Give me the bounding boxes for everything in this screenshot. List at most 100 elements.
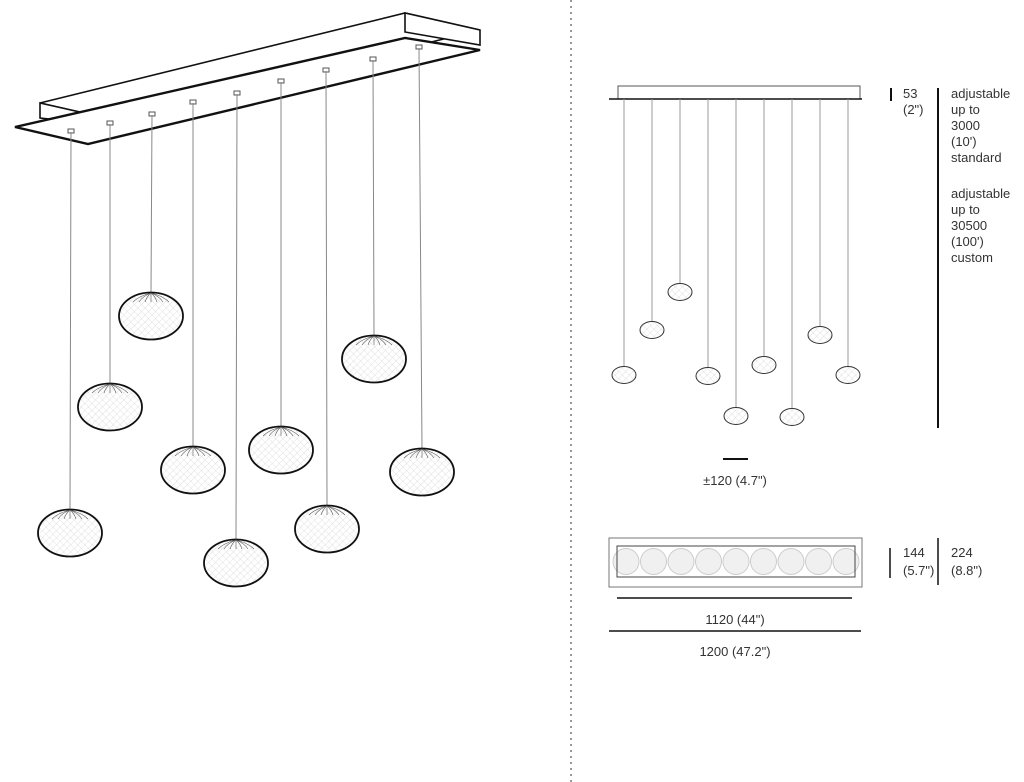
- pendant-front: [779, 99, 805, 426]
- svg-text:custom: custom: [951, 250, 993, 265]
- glass-globe: [751, 356, 777, 374]
- globe-top: [612, 548, 640, 575]
- cord: [418, 47, 423, 450]
- svg-text:3000: 3000: [951, 118, 980, 133]
- pendant: [118, 111, 184, 341]
- tolerance-label: ±120 (4.7"): [703, 473, 767, 488]
- plan-view: 1120 (44") 1200 (47.2") 144 (5.7") 224 (…: [608, 537, 982, 659]
- globe-wire: [421, 448, 441, 459]
- outer-width-mm: 224: [951, 545, 973, 560]
- canopy: [14, 11, 481, 146]
- globe-top: [777, 548, 805, 575]
- front-elevation: 53 (2") adjustable up to 3000 (10') stan…: [609, 85, 1010, 488]
- glass-globe: [248, 425, 314, 475]
- globe-wire: [57, 509, 71, 520]
- glass-globe: [779, 408, 805, 426]
- svg-text:up to: up to: [951, 202, 980, 217]
- pendant-front: [835, 99, 861, 384]
- cord: [325, 70, 328, 507]
- globe-wire: [186, 446, 194, 457]
- globe-wire: [192, 446, 212, 457]
- glass-globe: [37, 508, 103, 558]
- glass-globe: [118, 291, 184, 341]
- outer-length-label: 1200 (47.2"): [699, 644, 770, 659]
- globe-wire: [97, 383, 111, 394]
- glass-globe: [389, 447, 455, 497]
- globe-wire: [274, 426, 282, 437]
- pendant-front: [611, 99, 637, 384]
- globe-wire: [373, 335, 393, 346]
- svg-text:up to: up to: [951, 102, 980, 117]
- pendant: [77, 120, 143, 432]
- pendant-front: [723, 99, 749, 425]
- adjustable-standard-note: adjustable up to 3000 (10') standard: [951, 86, 1010, 165]
- globe-wire: [367, 335, 375, 346]
- svg-text:(100'): (100'): [951, 234, 984, 249]
- pendant: [160, 99, 226, 495]
- globe-wire: [415, 448, 423, 459]
- globe-top: [640, 548, 667, 575]
- globe-top: [695, 548, 722, 575]
- pendant: [37, 128, 103, 558]
- globe-wire: [223, 539, 237, 550]
- canopy-inner: [616, 545, 856, 578]
- globe-wire: [138, 292, 152, 303]
- cord: [150, 114, 153, 294]
- globe-top: [805, 548, 832, 575]
- inner-width-inch: (5.7"): [903, 563, 934, 578]
- globe-wire: [268, 426, 282, 437]
- pendant-front: [807, 99, 833, 344]
- globe-wire: [144, 292, 152, 303]
- globe-top: [722, 548, 750, 575]
- glass-globe: [639, 321, 665, 339]
- pendants-front: [611, 99, 861, 426]
- cord: [69, 131, 72, 511]
- outer-width-inch: (8.8"): [951, 563, 982, 578]
- glass-globe: [695, 367, 721, 385]
- pendant-front: [695, 99, 721, 385]
- pendant: [389, 44, 455, 497]
- perspective-view: [14, 11, 481, 588]
- globe-wire: [109, 383, 129, 394]
- glass-globe: [203, 538, 269, 588]
- glass-globe: [835, 366, 861, 384]
- pendant: [248, 78, 314, 475]
- svg-text:(10'): (10'): [951, 134, 977, 149]
- globes-plan: [612, 548, 860, 575]
- cord: [235, 93, 238, 541]
- pendant: [203, 90, 269, 588]
- inner-width-mm: 144: [903, 545, 925, 560]
- svg-text:30500: 30500: [951, 218, 987, 233]
- globe-wire: [69, 509, 89, 520]
- pendant-front: [751, 99, 777, 374]
- pendants: [37, 44, 455, 588]
- canopy-front: [617, 85, 861, 100]
- glass-globe: [294, 504, 360, 554]
- globe-wire: [103, 383, 111, 394]
- globe-wire: [180, 446, 194, 457]
- globe-wire: [235, 539, 255, 550]
- glass-globe: [160, 445, 226, 495]
- inner-length-label: 1120 (44"): [705, 612, 764, 627]
- globe-wire: [326, 505, 346, 516]
- pendant-front: [667, 99, 693, 301]
- globe-wire: [314, 505, 328, 516]
- height-inch: (2"): [903, 102, 924, 117]
- glass-globe: [807, 326, 833, 344]
- globe-top: [832, 548, 860, 575]
- pendant: [341, 56, 407, 384]
- globe-wire: [63, 509, 71, 520]
- globe-wire: [150, 292, 170, 303]
- svg-text:standard: standard: [951, 150, 1002, 165]
- adjustable-custom-note: adjustable up to 30500 (100') custom: [951, 186, 1010, 265]
- pendant-front: [639, 99, 665, 339]
- glass-globe: [723, 407, 749, 425]
- globe-wire: [361, 335, 375, 346]
- glass-globe: [341, 334, 407, 384]
- svg-text:adjustable: adjustable: [951, 86, 1010, 101]
- globe-wire: [409, 448, 423, 459]
- glass-globe: [77, 382, 143, 432]
- globe-wire: [320, 505, 328, 516]
- cord: [372, 59, 375, 337]
